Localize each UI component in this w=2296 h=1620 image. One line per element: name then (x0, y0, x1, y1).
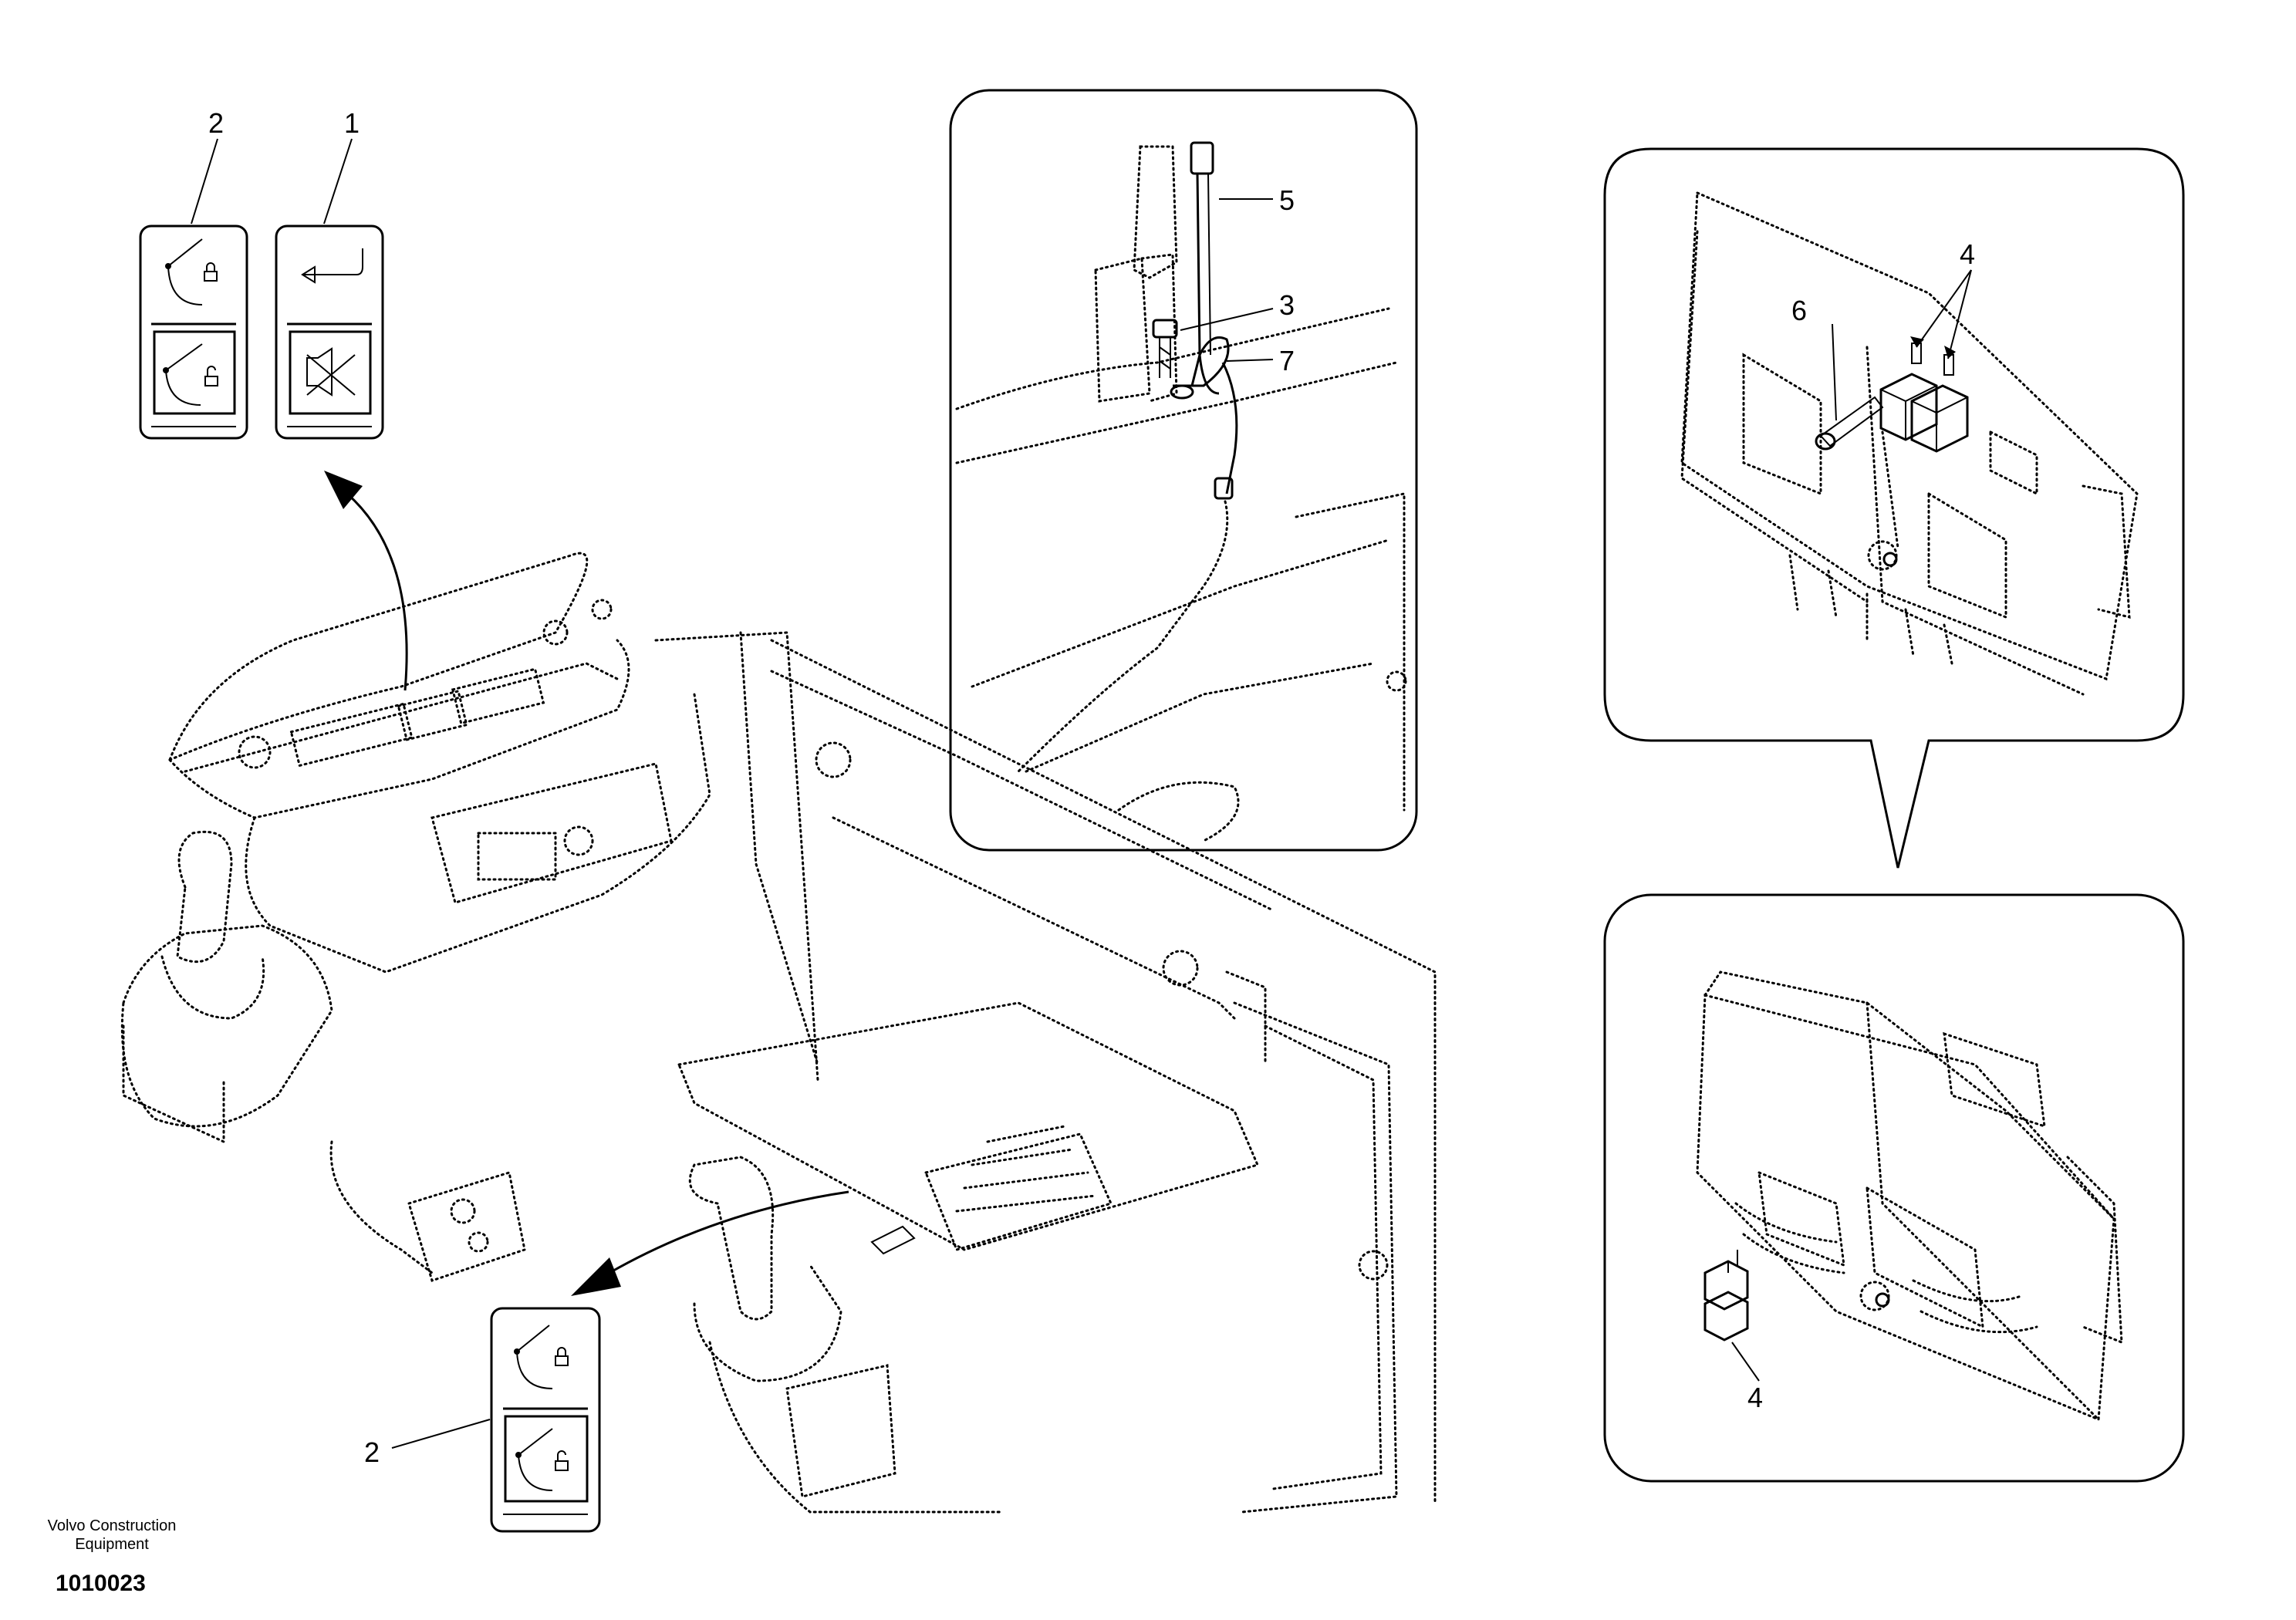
detail-bubble-relay-top (1603, 147, 2185, 869)
callout-1: 1 (344, 107, 360, 139)
footer-company-line2: Equipment (75, 1536, 149, 1553)
callout-4-bottom: 4 (1747, 1382, 1763, 1413)
callout-7: 7 (1279, 345, 1295, 376)
footer-part-code: 1010023 (56, 1571, 146, 1596)
callout-2-top: 2 (208, 107, 224, 139)
switch-panel-2-top (139, 224, 248, 440)
cab-interior-illustration (120, 552, 1437, 1514)
callout-2-bottom: 2 (364, 1436, 380, 1468)
arrow-return-icon (301, 248, 363, 284)
callout-6: 6 (1791, 295, 1807, 326)
footer-company-line1: Volvo Construction (48, 1517, 177, 1534)
lever-lock-icon (514, 1325, 569, 1389)
callout-5: 5 (1279, 184, 1295, 216)
detail-bubble-relay-bottom (1603, 893, 2185, 1483)
lever-lock-icon (165, 238, 218, 305)
switch-panel-1 (275, 224, 384, 440)
detail-bubble-harness (949, 89, 1418, 852)
callout-3: 3 (1279, 289, 1295, 321)
speaker-mute-icon (306, 347, 356, 397)
callout-4-top: 4 (1960, 238, 1975, 270)
switch-panel-2-bottom (490, 1307, 601, 1533)
lever-unlock-icon (163, 343, 218, 406)
lever-unlock-icon (515, 1428, 569, 1491)
